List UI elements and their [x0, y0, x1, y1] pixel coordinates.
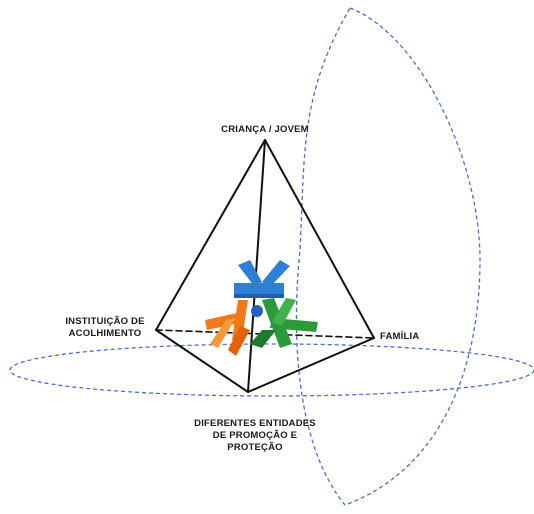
label-left-line-2: ACOLHIMENTO: [68, 328, 142, 339]
label-left-line-1: INSTITUIÇÃO DE: [65, 316, 145, 327]
logo-figures: [205, 260, 318, 356]
figure-blue: [234, 260, 290, 317]
edge-top-bottom: [247, 139, 266, 393]
label-bottom-line-1: DIFERENTES ENTIDADES: [194, 418, 316, 429]
label-entidades-promocao-protecao: DIFERENTES ENTIDADES DE PROMOÇÃO E PROTE…: [175, 418, 335, 454]
horizontal-orbit: [9, 343, 534, 397]
figure-green: [250, 298, 318, 348]
edge-top-left: [155, 139, 266, 331]
pyramid-edges: [155, 139, 375, 393]
edge-right-bottom: [247, 337, 375, 393]
edge-left-bottom: [155, 329, 249, 393]
label-bottom-line-2: DE PROMOÇÃO E: [212, 430, 298, 441]
edge-top-right: [264, 139, 375, 339]
edge-back-dashed: [155, 329, 375, 339]
figure-orange: [205, 300, 250, 356]
label-instituicao-acolhimento: INSTITUIÇÃO DE ACOLHIMENTO: [50, 316, 160, 340]
label-familia: FAMÍLIA: [380, 331, 420, 342]
label-crianca-jovem: CRIANÇA / JOVEM: [221, 124, 309, 135]
label-bottom-line-3: PROTEÇÃO: [227, 442, 283, 453]
